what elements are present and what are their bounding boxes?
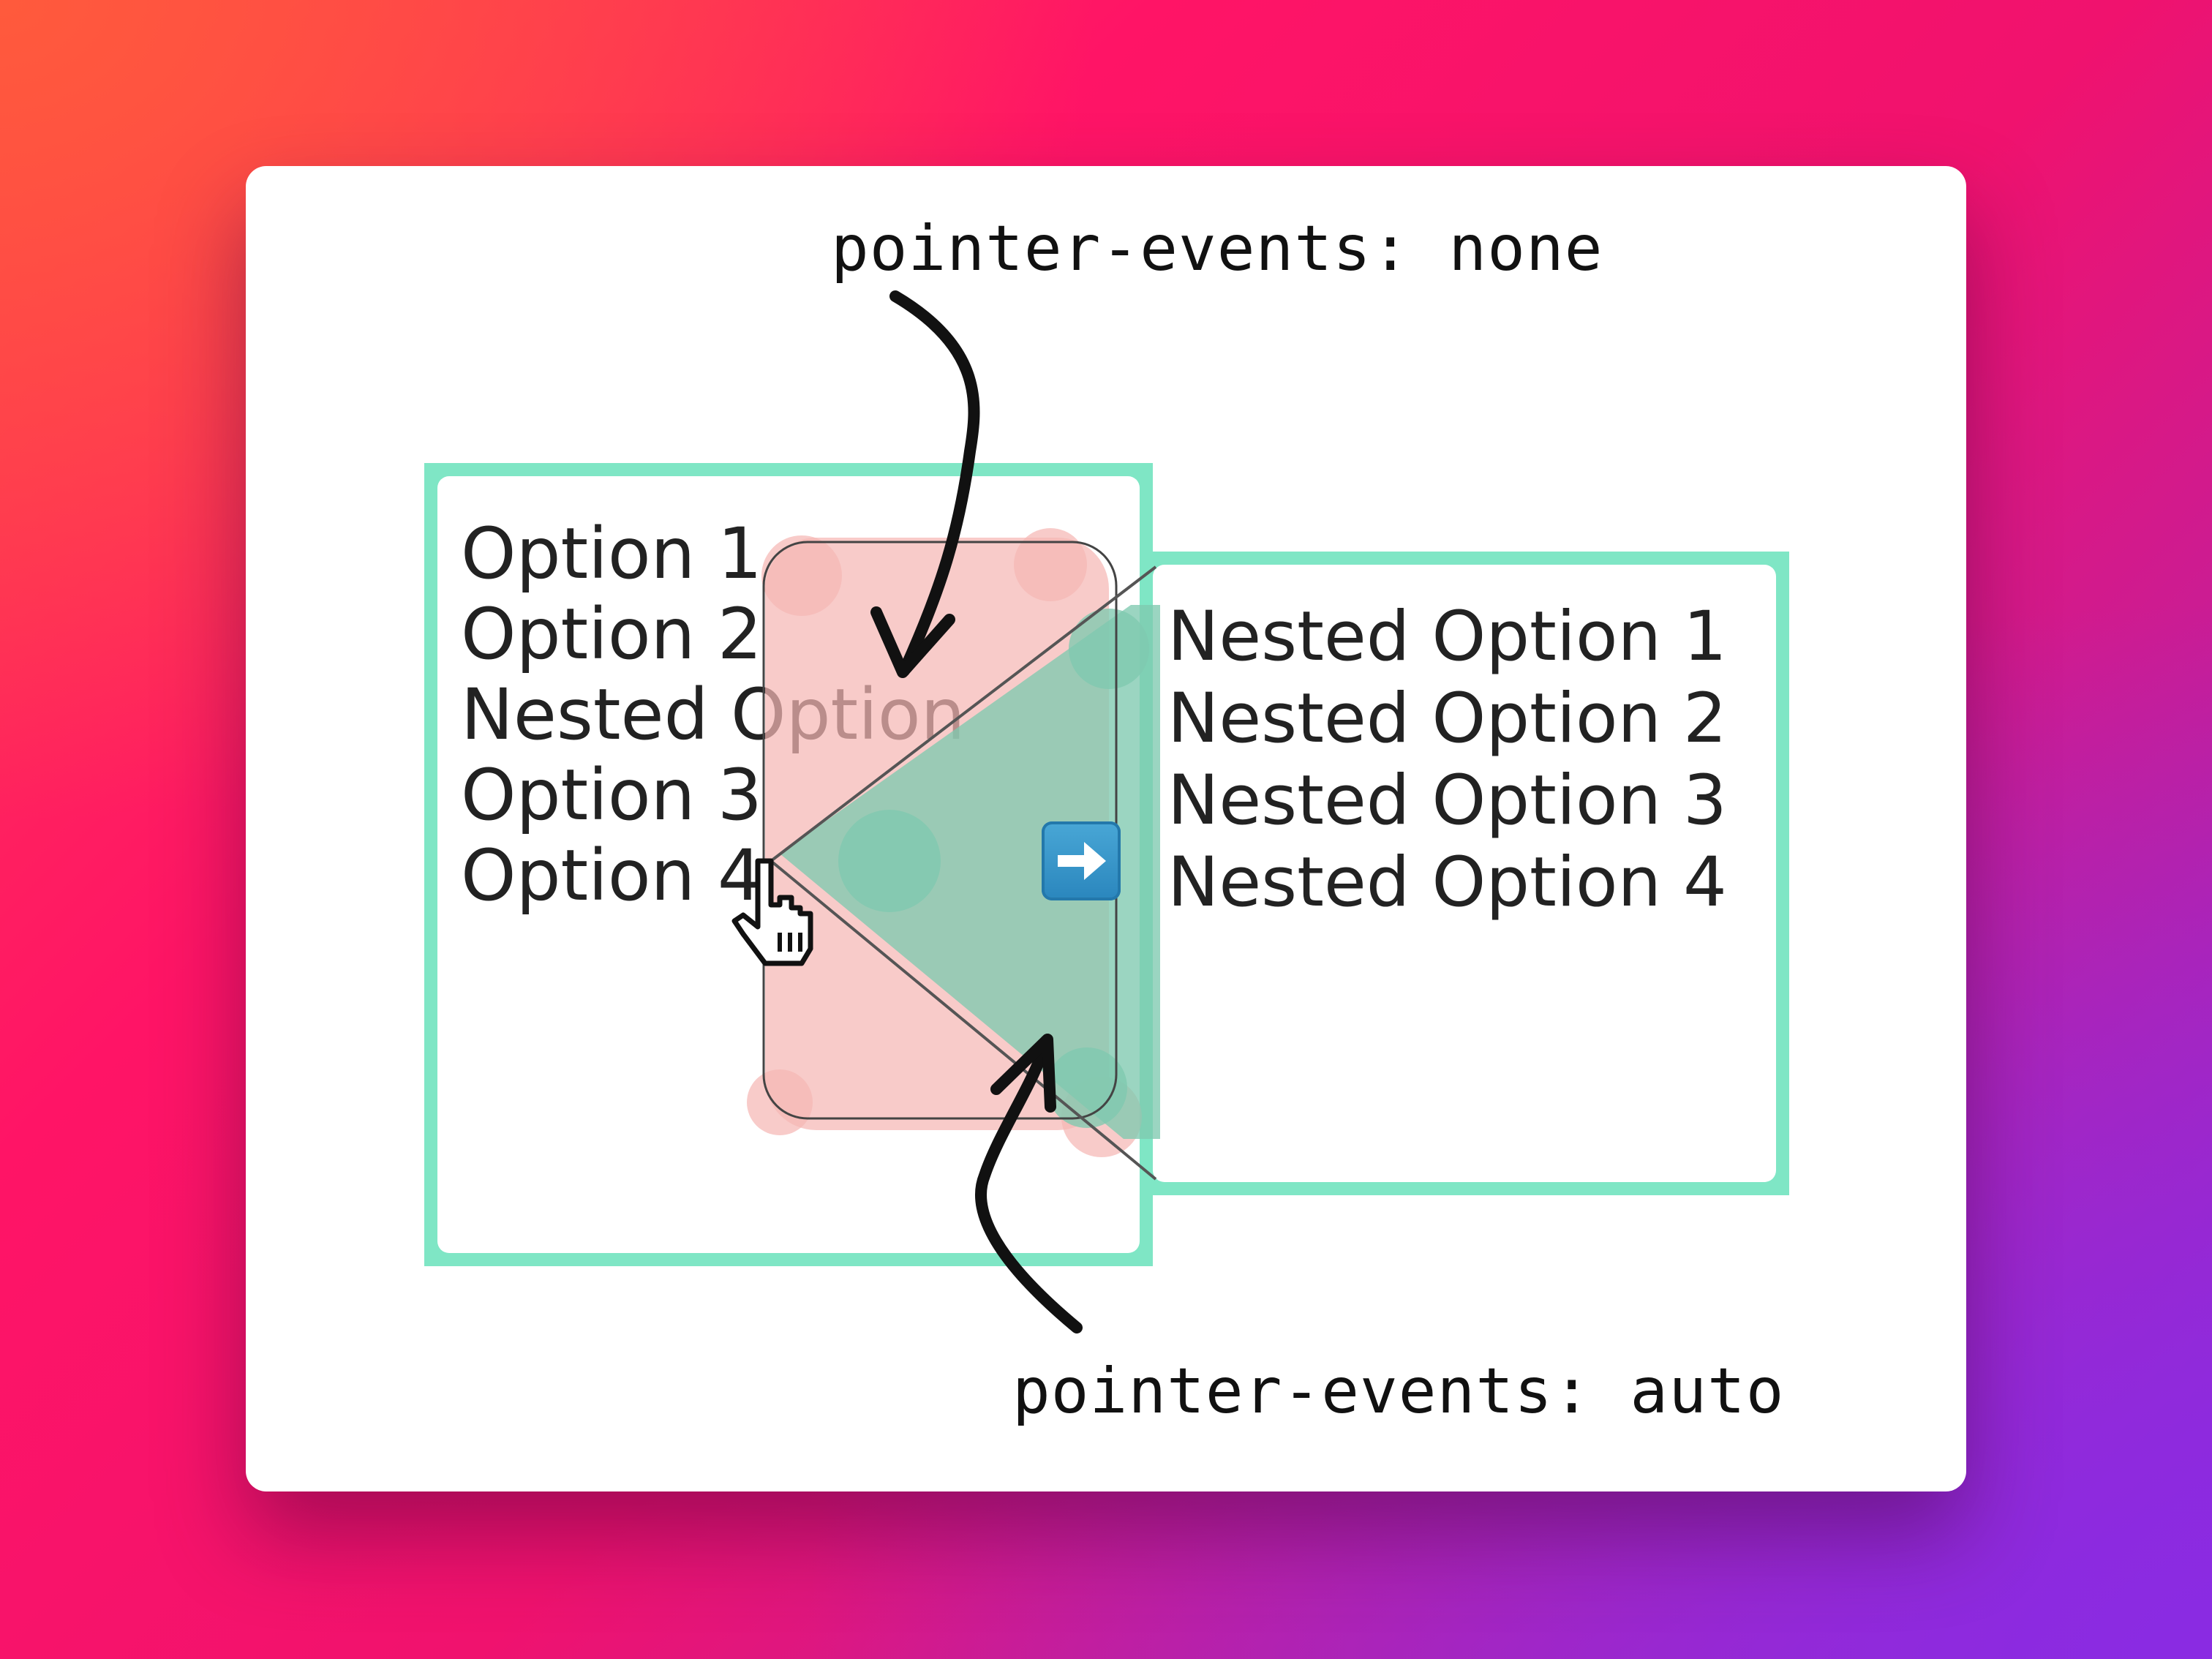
annotation-pointer-events-auto: pointer-events: auto — [1012, 1355, 1785, 1428]
nested-menu: Nested Option 1 Nested Option 2 Nested O… — [1153, 552, 1789, 1195]
nested-menu-item-1[interactable]: Nested Option 1 — [1167, 597, 1727, 677]
triangle-edge-top — [770, 565, 1157, 862]
diagram-card: Option 1 Option 2 Nested Option Option 3… — [246, 166, 1966, 1491]
triangle-edge-bottom — [770, 859, 1157, 1181]
arrow-top-curve — [889, 290, 980, 677]
nested-menu-item-2[interactable]: Nested Option 2 — [1167, 679, 1727, 759]
nested-menu-item-3[interactable]: Nested Option 3 — [1167, 761, 1727, 840]
active-region — [780, 605, 1160, 1139]
arrow-bottom-head — [990, 1034, 1056, 1113]
overlay-drawing — [747, 290, 1160, 1333]
menu-item-option-4[interactable]: Option 4 — [461, 835, 762, 917]
menu-item-option-1[interactable]: Option 1 — [461, 513, 762, 595]
annotation-pointer-events-none: pointer-events: none — [831, 212, 1603, 285]
hand-pointer-icon — [731, 858, 813, 966]
arrow-top-head — [870, 606, 955, 678]
menu-item-option-3[interactable]: Option 3 — [461, 754, 762, 836]
arrow-bottom-curve — [975, 1035, 1083, 1333]
nested-menu-item-4[interactable]: Nested Option 4 — [1167, 843, 1727, 922]
menu-item-option-2[interactable]: Option 2 — [461, 593, 762, 675]
arrow-right-glyph — [1058, 842, 1106, 880]
nested-menu-panel: Nested Option 1 Nested Option 2 Nested O… — [1153, 565, 1776, 1182]
arrow-right-icon — [1042, 821, 1121, 900]
